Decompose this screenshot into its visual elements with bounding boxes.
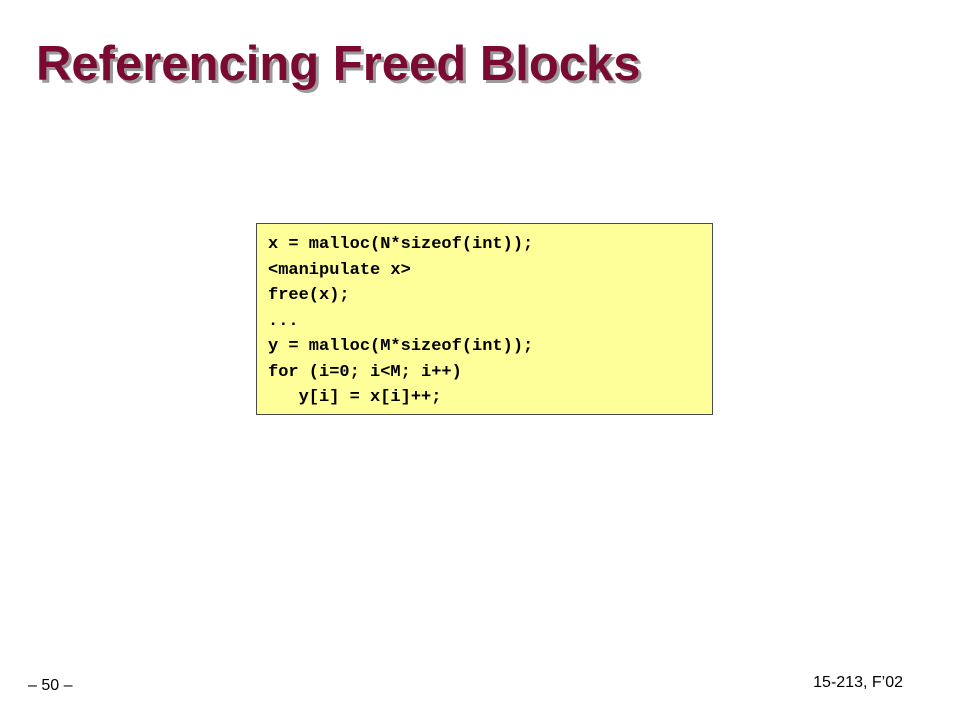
code-line: y[i] = x[i]++; xyxy=(268,388,442,407)
code-line: <manipulate x> xyxy=(268,260,411,280)
code-line: x = malloc(N*sizeof(int)); xyxy=(268,235,534,254)
code-line: y = malloc(M*sizeof(int)); xyxy=(268,337,534,356)
code-line: ... xyxy=(268,311,299,331)
code-line: free(x); xyxy=(268,286,350,305)
page-number: – 50 – xyxy=(28,677,73,694)
slide-title: Referencing Freed Blocks xyxy=(36,37,641,91)
course-label: 15-213, F’02 xyxy=(813,674,903,691)
code-block: x = malloc(N*sizeof(int)); <manipulate x… xyxy=(256,223,713,415)
code-line: for (i=0; i<M; i++) xyxy=(268,362,462,382)
